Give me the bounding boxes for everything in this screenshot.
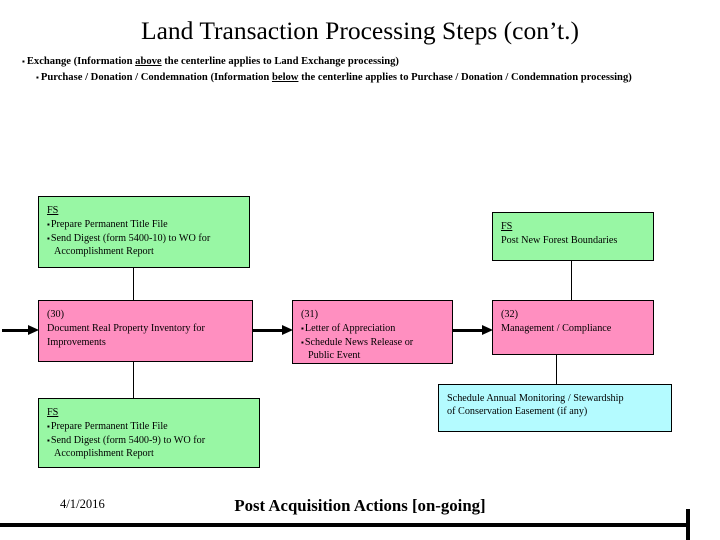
bullet-marker-icon: ▪: [301, 337, 304, 347]
bullet-marker-icon: ▪: [36, 72, 39, 82]
box-line-continuation: Accomplishment Report: [54, 246, 154, 258]
box-step-30-document-inventory[interactable]: (30) Document Real Property Inventory fo…: [38, 300, 253, 362]
subtitle-bullet-purchase: ▪Purchase / Donation / Condemnation (Inf…: [16, 70, 716, 86]
box-step-32-management-compliance[interactable]: (32) Management / Compliance: [492, 300, 654, 355]
box-fs-title-file-5400-9[interactable]: FS ▪Prepare Permanent Title File ▪Send D…: [38, 398, 260, 468]
footer-divider: [0, 523, 690, 527]
arrow-head-icon: [28, 325, 39, 335]
arrow-shaft: [453, 329, 483, 333]
box-line-continuation: Accomplishment Report: [54, 448, 154, 460]
box-line-text: Schedule Annual Monitoring / Stewardship: [447, 393, 624, 404]
box-line: ▪Prepare Permanent Title File: [47, 218, 241, 231]
box-line-text: of Conservation Easement (if any): [447, 406, 588, 418]
box-step-31-letter-appreciation[interactable]: (31) ▪Letter of Appreciation ▪Schedule N…: [292, 300, 453, 364]
box-header-fs: FS: [501, 221, 513, 232]
box-line-text: Improvements: [47, 336, 106, 348]
box-line-text: Send Digest (form 5400-10) to WO for: [50, 232, 211, 244]
subtitle-text-post: the centerline applies to Land Exchange …: [161, 56, 399, 67]
footer-date: 4/1/2016: [60, 497, 105, 511]
connector-fs-title-10-to-step-30: [133, 268, 135, 300]
box-line-text: Letter of Appreciation: [304, 323, 396, 335]
bullet-marker-icon: ▪: [301, 324, 304, 334]
subtitle-text-pre: Exchange (Information: [26, 56, 136, 67]
connector-step-32-to-monitoring: [556, 355, 558, 384]
bullet-marker-icon: ▪: [47, 435, 50, 445]
box-line: ▪Schedule News Release or: [301, 336, 444, 349]
connector-step-30-to-fs-title-9: [133, 362, 135, 398]
box-line-text: Send Digest (form 5400-9) to WO for: [50, 434, 206, 446]
box-step-code: (30): [47, 309, 64, 320]
arrow-inbound-to-step-30: [2, 325, 39, 335]
box-line-text: Prepare Permanent Title File: [50, 421, 168, 433]
box-line: ▪Send Digest (form 5400-10) to WO for: [47, 232, 241, 245]
bullet-marker-icon: ▪: [47, 233, 50, 243]
footer-title: Post Acquisition Actions [on-going]: [234, 496, 486, 515]
arrow-head-icon: [282, 325, 293, 335]
box-line-text: Prepare Permanent Title File: [50, 219, 168, 231]
subtitle-bullet-list: ▪Exchange (Information above the centerl…: [16, 54, 716, 86]
subtitle-text-underlined: above: [135, 56, 162, 67]
bullet-marker-icon: ▪: [47, 422, 50, 432]
box-step-code: (32): [501, 309, 518, 320]
page-title: Land Transaction Processing Steps (con’t…: [141, 16, 579, 45]
footer-edge-marker: [686, 509, 690, 540]
box-line: ▪Letter of Appreciation: [301, 322, 444, 335]
connector-fs-boundaries-to-step-32: [571, 261, 573, 300]
box-line-text: Document Real Property Inventory for: [47, 323, 205, 335]
subtitle-text-underlined: below: [271, 72, 299, 83]
box-header-fs: FS: [47, 205, 59, 216]
box-header-fs: FS: [47, 407, 59, 418]
bullet-marker-icon: ▪: [22, 56, 25, 66]
subtitle-text-post: the centerline applies to Purchase / Don…: [298, 72, 632, 83]
arrow-step-30-to-step-31: [253, 325, 293, 335]
arrow-shaft: [2, 329, 29, 333]
subtitle-text-pre: Purchase / Donation / Condemnation (Info…: [40, 72, 272, 83]
box-line-text: Schedule News Release or: [304, 336, 414, 348]
box-line: ▪Send Digest (form 5400-9) to WO for: [47, 434, 251, 447]
box-line-text: Management / Compliance: [501, 323, 612, 335]
box-line-continuation: Public Event: [308, 350, 361, 362]
box-line: ▪Prepare Permanent Title File: [47, 420, 251, 433]
bullet-marker-icon: ▪: [47, 220, 50, 230]
box-line-text: Post New Forest Boundaries: [501, 235, 618, 247]
subtitle-bullet-exchange: ▪Exchange (Information above the centerl…: [16, 54, 716, 70]
arrow-head-icon: [482, 325, 493, 335]
box-fs-post-new-forest-boundaries[interactable]: FS Post New Forest Boundaries: [492, 212, 654, 261]
box-fs-title-file-5400-10[interactable]: FS ▪Prepare Permanent Title File ▪Send D…: [38, 196, 250, 268]
arrow-step-31-to-step-32: [453, 325, 493, 335]
box-step-code: (31): [301, 309, 318, 320]
arrow-shaft: [253, 329, 283, 333]
box-schedule-annual-monitoring[interactable]: Schedule Annual Monitoring / Stewardship…: [438, 384, 672, 432]
